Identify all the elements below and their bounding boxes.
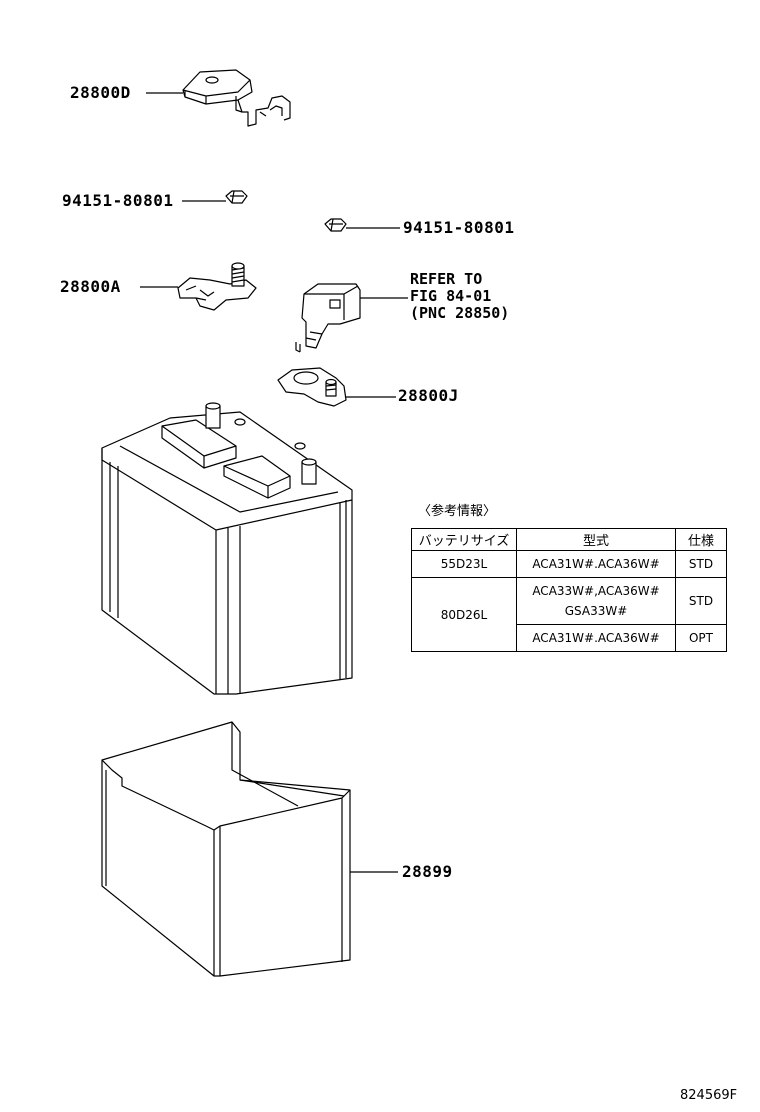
cell-spec: OPT: [675, 624, 727, 652]
cell-size: 80D26L: [411, 577, 517, 652]
header-spec: 仕様: [675, 528, 727, 551]
nut-upper-part: [225, 190, 248, 204]
refer-line-2: FIG 84-01: [410, 287, 492, 305]
callout-28899: 28899: [402, 862, 453, 881]
header-battery-size: バッテリサイズ: [411, 528, 517, 551]
cell-model: ACA33W#,ACA36W# GSA33W#: [516, 577, 676, 625]
table-row: 80D26L ACA33W#,ACA36W# GSA33W# STD: [411, 577, 727, 652]
battery-tray-part: [101, 721, 351, 977]
figure-id: 824569F: [680, 1088, 738, 1103]
table-header-row: バッテリサイズ 型式 仕様: [411, 528, 727, 551]
cell-model-line-1: ACA33W#,ACA36W#: [532, 584, 660, 598]
terminal-a-part: [177, 262, 257, 311]
reference-title: 〈参考情報〉: [418, 504, 497, 519]
refer-line-3: (PNC 28850): [410, 304, 510, 322]
callout-28800A: 28800A: [60, 277, 121, 296]
terminal-cover-part: [182, 69, 291, 127]
cell-model: ACA31W#.ACA36W#: [516, 624, 676, 652]
header-model: 型式: [516, 528, 676, 551]
callout-nut-upper: 94151-80801: [62, 191, 174, 210]
battery-part: [101, 402, 353, 695]
nut-right-part: [324, 218, 347, 232]
cell-model-line-2: GSA33W#: [564, 604, 628, 618]
reference-table: バッテリサイズ 型式 仕様 55D23L ACA31W#.ACA36W# STD…: [411, 528, 727, 652]
cell-size: 55D23L: [411, 550, 517, 578]
cell-spec: STD: [675, 577, 727, 625]
sensor-part: [301, 283, 361, 349]
callout-nut-right: 94151-80801: [403, 218, 515, 237]
table-row: 55D23L ACA31W#.ACA36W# STD: [411, 550, 727, 578]
terminal-j-part: [277, 342, 347, 407]
callout-28800D: 28800D: [70, 83, 131, 102]
refer-line-1: REFER TO: [410, 270, 483, 288]
cell-spec: STD: [675, 550, 727, 578]
callout-28800J: 28800J: [398, 386, 459, 405]
table-row: ACA31W#.ACA36W# OPT: [412, 624, 727, 652]
cell-model: ACA31W#.ACA36W#: [516, 550, 676, 578]
